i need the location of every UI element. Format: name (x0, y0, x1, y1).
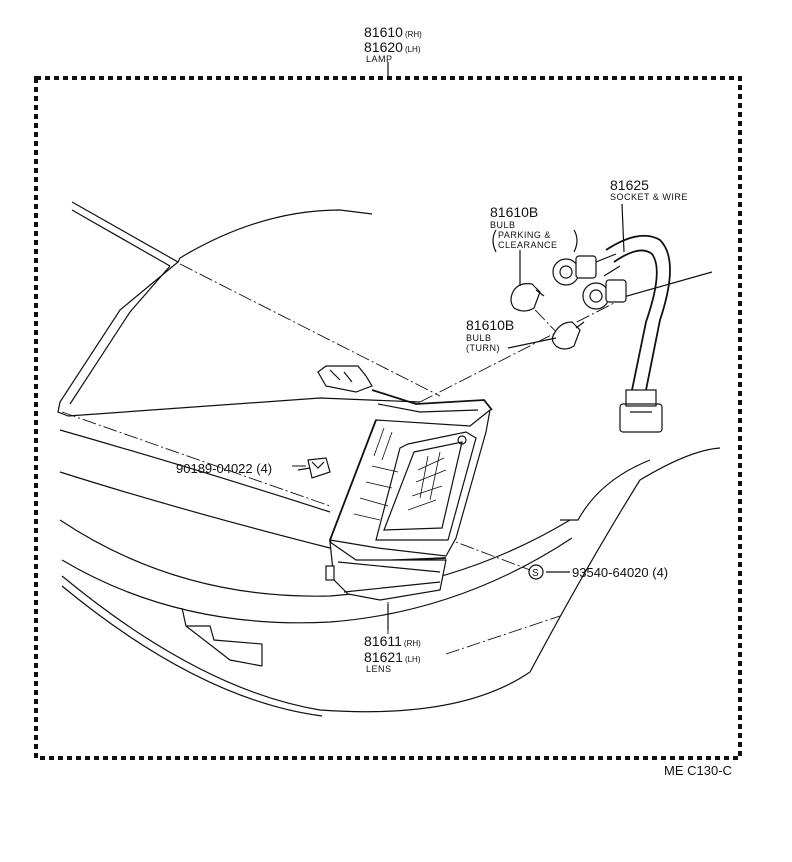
socket-and-wire (552, 234, 671, 433)
lamp-name: LAMP (366, 54, 393, 64)
svg-text:81610(RH): 81610(RH) (364, 24, 422, 40)
bulb-parking-desc-2: CLEARANCE (498, 240, 558, 250)
lamp-housing (317, 365, 493, 601)
label-socket-wire: 81625 SOCKET & WIRE (610, 177, 688, 202)
bulb-turn-name: BULB (466, 333, 492, 343)
car-body-outline (57, 201, 721, 717)
bulb-turn-desc: (TURN) (466, 343, 500, 353)
label-lens: 81611(RH) 81621(LH) LENS (364, 633, 421, 674)
bulb-parking-number: 81610B (490, 204, 538, 220)
lamp-rh-side: (RH) (405, 30, 422, 39)
bulb-turn-number: 81610B (466, 317, 514, 333)
label-clip: 90189-04022 (4) (176, 461, 272, 476)
label-lamp: 81610(RH) 81620(LH) LAMP (364, 24, 422, 64)
lamp-lh-number: 81620 (364, 39, 403, 55)
bulb-parking-icon (510, 283, 545, 312)
screw-icon: S (528, 564, 544, 580)
svg-text:81621(LH): 81621(LH) (364, 649, 421, 665)
lamp-rh-number: 81610 (364, 24, 403, 40)
label-bulb-parking: 81610B BULB PARKING & CLEARANCE (490, 204, 578, 253)
clip-icon (307, 457, 331, 479)
clip-part-number: 90189-04022 (4) (176, 461, 272, 476)
socket-wire-name: SOCKET & WIRE (610, 192, 688, 202)
svg-text:81620(LH): 81620(LH) (364, 39, 421, 55)
lamp-lh-side: (LH) (405, 45, 421, 54)
lens-lh-side: (LH) (405, 655, 421, 664)
socket-wire-number: 81625 (610, 177, 649, 193)
bulb-turn-icon (551, 321, 585, 350)
label-screw: 93540-64020 (4) (572, 565, 668, 580)
svg-text:81611(RH): 81611(RH) (364, 633, 421, 649)
leader-lines (297, 62, 625, 630)
screw-part-number: 93540-64020 (4) (572, 565, 668, 580)
lens-rh-side: (RH) (404, 639, 421, 648)
lens-lh-number: 81621 (364, 649, 403, 665)
diagram-code: ME C130-C (664, 763, 732, 778)
lens-name: LENS (366, 664, 392, 674)
label-bulb-turn: 81610B BULB (TURN) (466, 317, 514, 353)
bulb-parking-desc-1: PARKING & (498, 230, 551, 240)
lens-rh-number: 81611 (364, 633, 402, 649)
screw-symbol: S (532, 568, 539, 579)
bulb-parking-name: BULB (490, 220, 516, 230)
